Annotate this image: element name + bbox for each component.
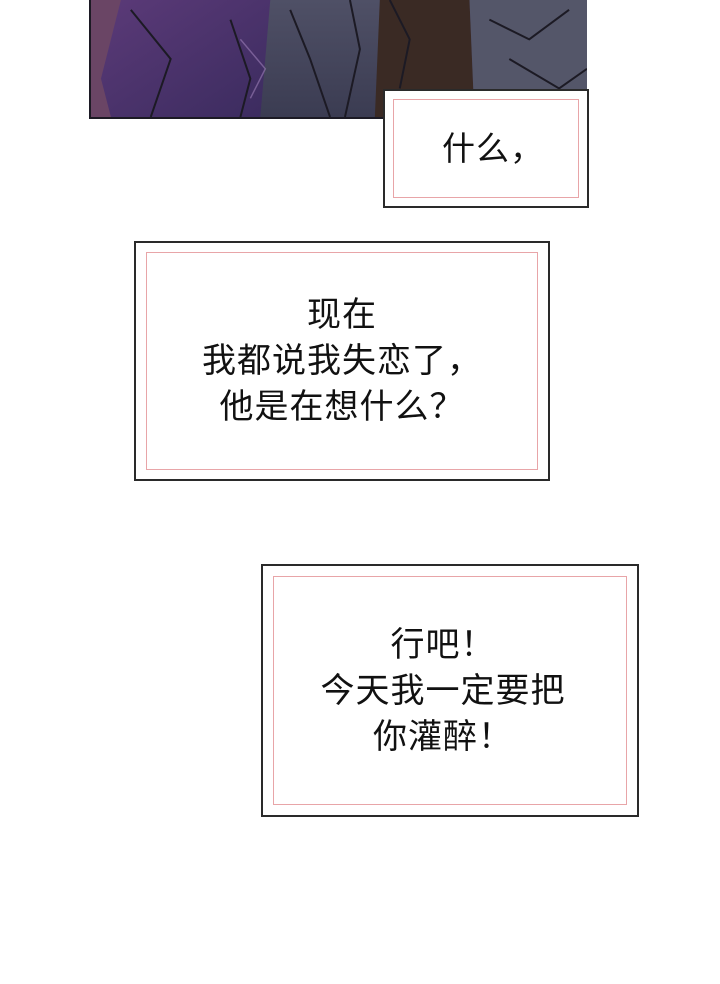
caption-line: 我都说我失恋了， <box>202 341 482 381</box>
caption-inner-border <box>146 252 538 470</box>
caption-text: 行吧！ 今天我一定要把 你灌醉！ <box>249 622 637 760</box>
caption-inner-border <box>273 576 627 805</box>
caption-box-1: 什么， <box>383 89 589 208</box>
caption-line: 什么， <box>442 128 544 168</box>
comic-panel-illustration <box>89 0 587 119</box>
caption-text: 什么， <box>399 126 587 172</box>
caption-line: 现在 <box>307 295 377 335</box>
caption-box-3: 行吧！ 今天我一定要把 你灌醉！ <box>261 564 639 817</box>
caption-box-2: 现在 我都说我失恋了， 他是在想什么？ <box>134 241 550 481</box>
illustration-icon <box>91 0 587 117</box>
caption-inner-border <box>393 99 579 198</box>
caption-line: 行吧！ <box>390 624 496 665</box>
caption-line: 今天我一定要把 <box>320 670 566 711</box>
caption-line: 他是在想什么？ <box>219 387 465 427</box>
caption-text: 现在 我都说我失恋了， 他是在想什么？ <box>136 292 548 430</box>
caption-line: 你灌醉！ <box>373 716 513 757</box>
